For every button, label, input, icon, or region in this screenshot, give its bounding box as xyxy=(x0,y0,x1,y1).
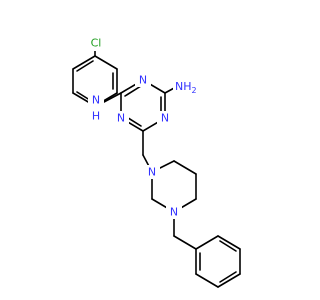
chlorophenyl-ring xyxy=(72,55,118,107)
atom-labels: Cl N H N N N NH2 N N xyxy=(86,35,205,219)
benzyl-ring xyxy=(195,235,241,288)
piperazine-n2-label: N xyxy=(170,206,178,219)
triazine-n2-label: N xyxy=(117,112,125,125)
piperazine-n1-label: N xyxy=(148,166,156,179)
triazine-n1-label: N xyxy=(139,74,147,87)
bonds xyxy=(72,50,241,288)
chlorine-label: Cl xyxy=(91,37,102,50)
amine-nh2-label: NH2 xyxy=(175,80,197,95)
chemical-structure-diagram: Cl N H N N N NH2 N N xyxy=(72,35,241,288)
anilino-n-label: N xyxy=(92,94,100,107)
bond-nh-triazine xyxy=(103,92,122,103)
anilino-h-label: H xyxy=(92,110,100,123)
triazine-n3-label: N xyxy=(161,112,169,125)
